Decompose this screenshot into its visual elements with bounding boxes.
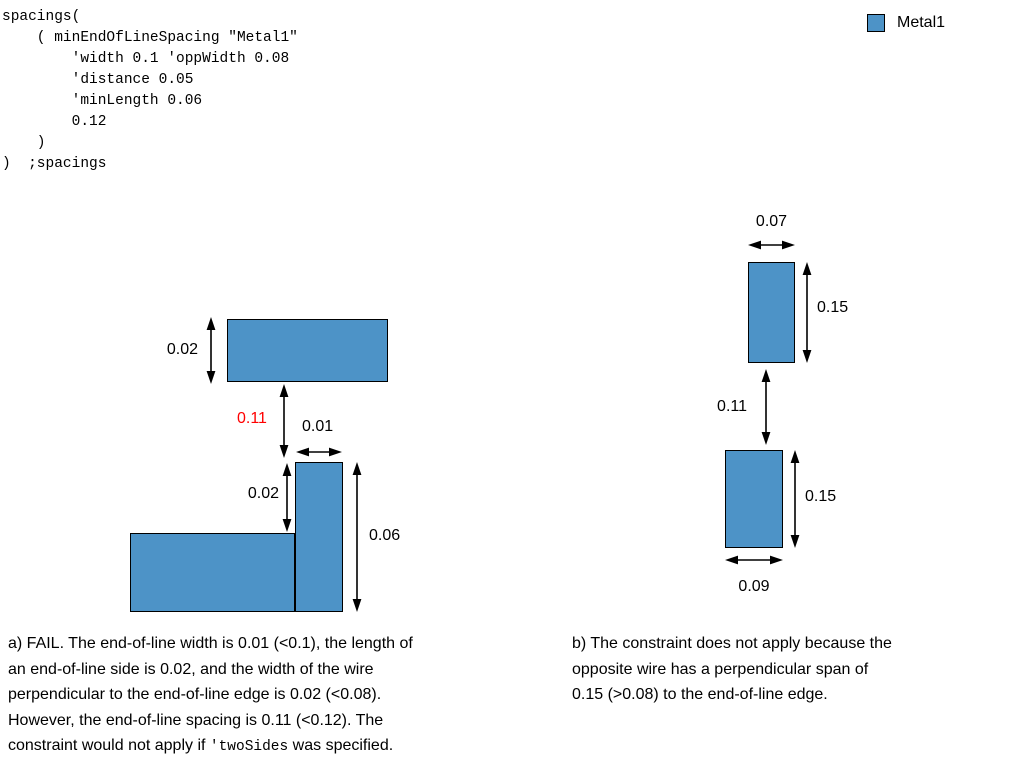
caption-a-line2: an end-of-line side is 0.02, and the wid… (8, 660, 374, 678)
eol-spacing-arrow (279, 384, 289, 458)
caption-a-line5: constraint would not apply if 'twoSides … (8, 733, 553, 761)
caption-a-line1: a) FAIL. The end-of-line width is 0.01 (… (8, 635, 413, 652)
caption-a: a) FAIL. The end-of-line width is 0.01 (… (8, 631, 553, 761)
dim-spacing: 0.11 (717, 398, 747, 415)
caption-a-line5-after: was specified. (288, 737, 394, 754)
dim-eol-width: 0.01 (302, 418, 334, 435)
legend-label: Metal1 (897, 14, 946, 31)
code-line: ) (2, 135, 46, 151)
dim-upper-wire-width: 0.07 (755, 213, 788, 230)
code-line: 'width 0.1 'oppWidth 0.08 (2, 51, 290, 67)
metal1-top-wire (227, 319, 388, 382)
twosides-code: 'twoSides (209, 739, 289, 755)
lower-wire-width-arrow (725, 555, 783, 565)
dim-eol-spacing: 0.11 (237, 410, 267, 427)
code-listing: spacings( ( minEndOfLineSpacing "Metal1"… (2, 7, 298, 175)
code-line: ( minEndOfLineSpacing "Metal1" (2, 30, 298, 46)
code-line: 'minLength 0.06 (2, 93, 203, 109)
caption-b-line1: b) The constraint does not apply because… (572, 635, 892, 652)
caption-b-line3: 0.15 (>0.08) to the end-of-line edge. (572, 686, 828, 703)
code-line: spacings( (2, 9, 81, 25)
caption-b-line2: opposite wire has a perpendicular span o… (572, 660, 869, 678)
upper-wire-width-arrow (748, 240, 795, 250)
caption-a-line5-before: constraint would not apply if (8, 737, 210, 754)
dim-eol-side-length: 0.02 (247, 485, 279, 502)
metal1-swatch-icon (867, 14, 885, 32)
dim-lower-wire-width: 0.09 (738, 578, 770, 595)
caption-a-line3: perpendicular to the end-of-line edge is… (8, 686, 382, 703)
eol-side-length-arrow (282, 463, 292, 532)
code-line: 'distance 0.05 (2, 72, 194, 88)
dim-wire-length: 0.06 (369, 527, 401, 544)
upper-wire-span-arrow (802, 262, 812, 363)
metal1-eol-wire (295, 462, 343, 612)
dim-upper-wire-span: 0.15 (817, 299, 849, 316)
metal1-horizontal-wire (130, 533, 295, 612)
legend: Metal1 (867, 14, 945, 32)
code-line: 0.12 (2, 114, 107, 130)
code-line: ) ;spacings (2, 156, 107, 172)
wire-length-arrow (352, 462, 362, 612)
eol-width-arrow (296, 447, 342, 457)
spacing-arrow (761, 369, 771, 445)
metal1-lower-wire (725, 450, 783, 548)
caption-a-line4: However, the end-of-line spacing is 0.11… (8, 711, 384, 729)
dim-lower-wire-span: 0.15 (805, 488, 837, 505)
lower-wire-span-arrow (790, 450, 800, 548)
metal1-upper-wire (748, 262, 795, 363)
top-wire-height-arrow (206, 317, 216, 384)
dim-top-wire-height: 0.02 (166, 341, 198, 358)
caption-b: b) The constraint does not apply because… (572, 631, 1002, 708)
